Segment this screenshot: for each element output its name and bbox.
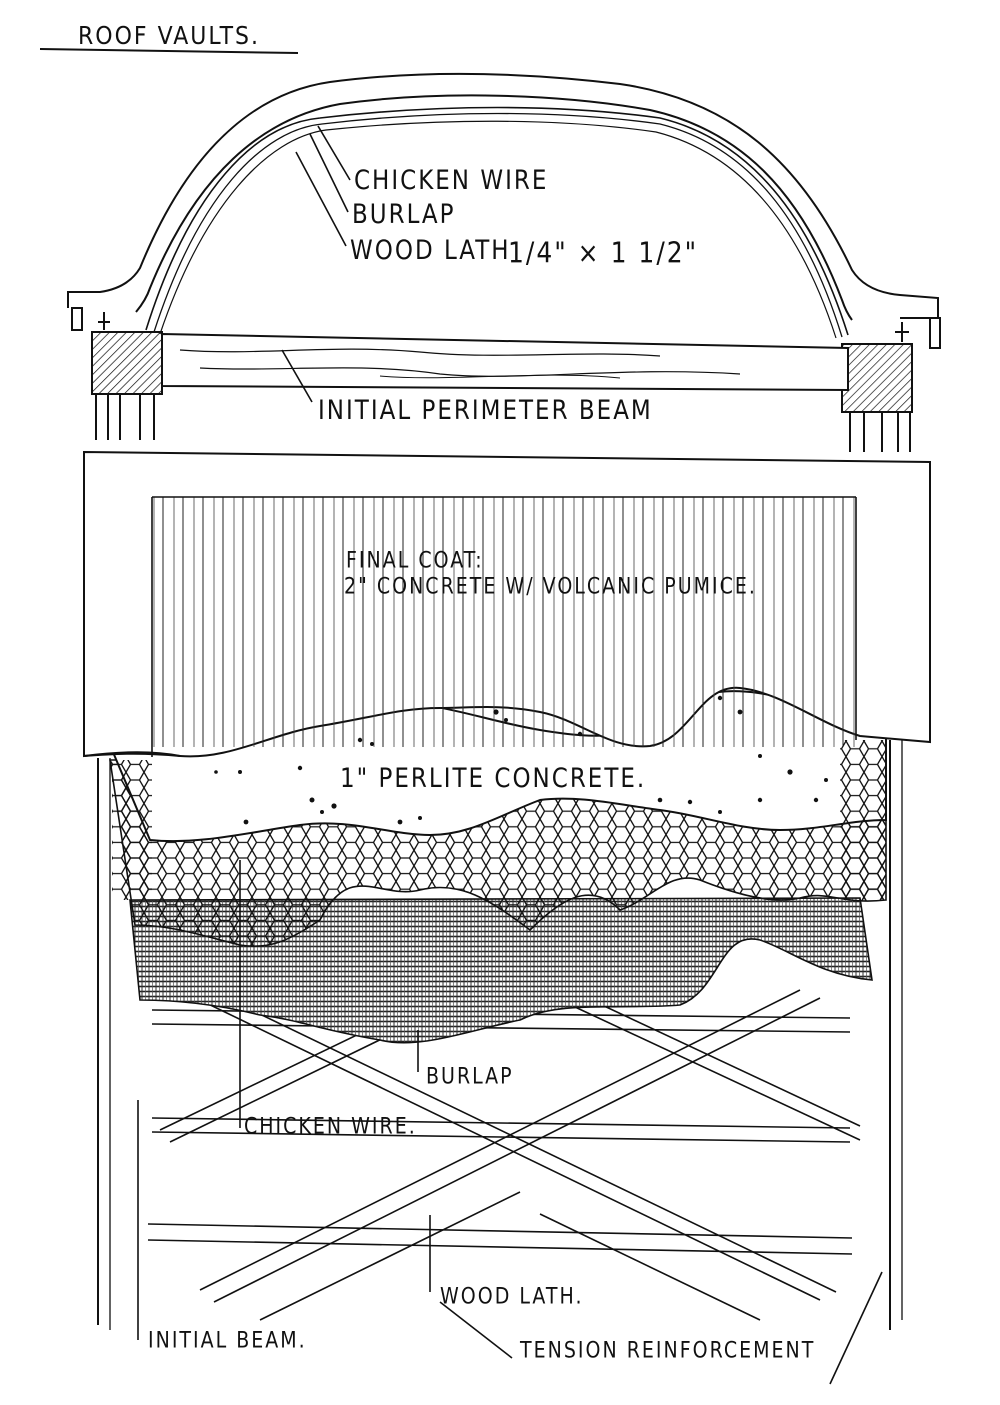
burlap-layer (129, 897, 873, 1044)
label-chicken-wire: CHICKEN WIRE. (244, 1114, 417, 1140)
label-final-coat-2: 2" CONCRETE W/ VOLCANIC PUMICE. (344, 574, 757, 600)
label-wood-lath-dims: 1/4" × 1 1/2" (508, 236, 699, 270)
label-final-coat-1: FINAL COAT: (346, 548, 484, 574)
label-burlap: BURLAP (426, 1064, 514, 1090)
vault-shell-inner (135, 94, 853, 321)
perlite-aggregate (214, 695, 828, 825)
label-burlap-top: BURLAP (352, 200, 456, 230)
layer-cutaway (83, 450, 931, 1385)
vault-shell-outer (67, 72, 939, 319)
vault-lath-line-3 (159, 120, 837, 339)
diagram-title: ROOF VAULTS. (78, 22, 260, 51)
vault-lath-line-2 (153, 112, 843, 338)
vault-lath-line-1 (145, 106, 849, 336)
label-wood-lath-top: WOOD LATH (350, 236, 511, 266)
perimeter-beam (161, 332, 849, 392)
label-initial-perimeter-beam: INITIAL PERIMETER BEAM (318, 396, 653, 426)
arch-section (39, 48, 941, 452)
label-initial-beam: INITIAL BEAM. (148, 1328, 307, 1354)
label-perlite-concrete: 1" PERLITE CONCRETE. (340, 764, 647, 794)
label-wood-lath: WOOD LATH. (440, 1284, 584, 1310)
label-chicken-wire-top: CHICKEN WIRE (354, 166, 549, 196)
label-tension-reinforcement: TENSION REINFORCEMENT (520, 1338, 816, 1364)
wood-lath-grid (147, 989, 861, 1321)
